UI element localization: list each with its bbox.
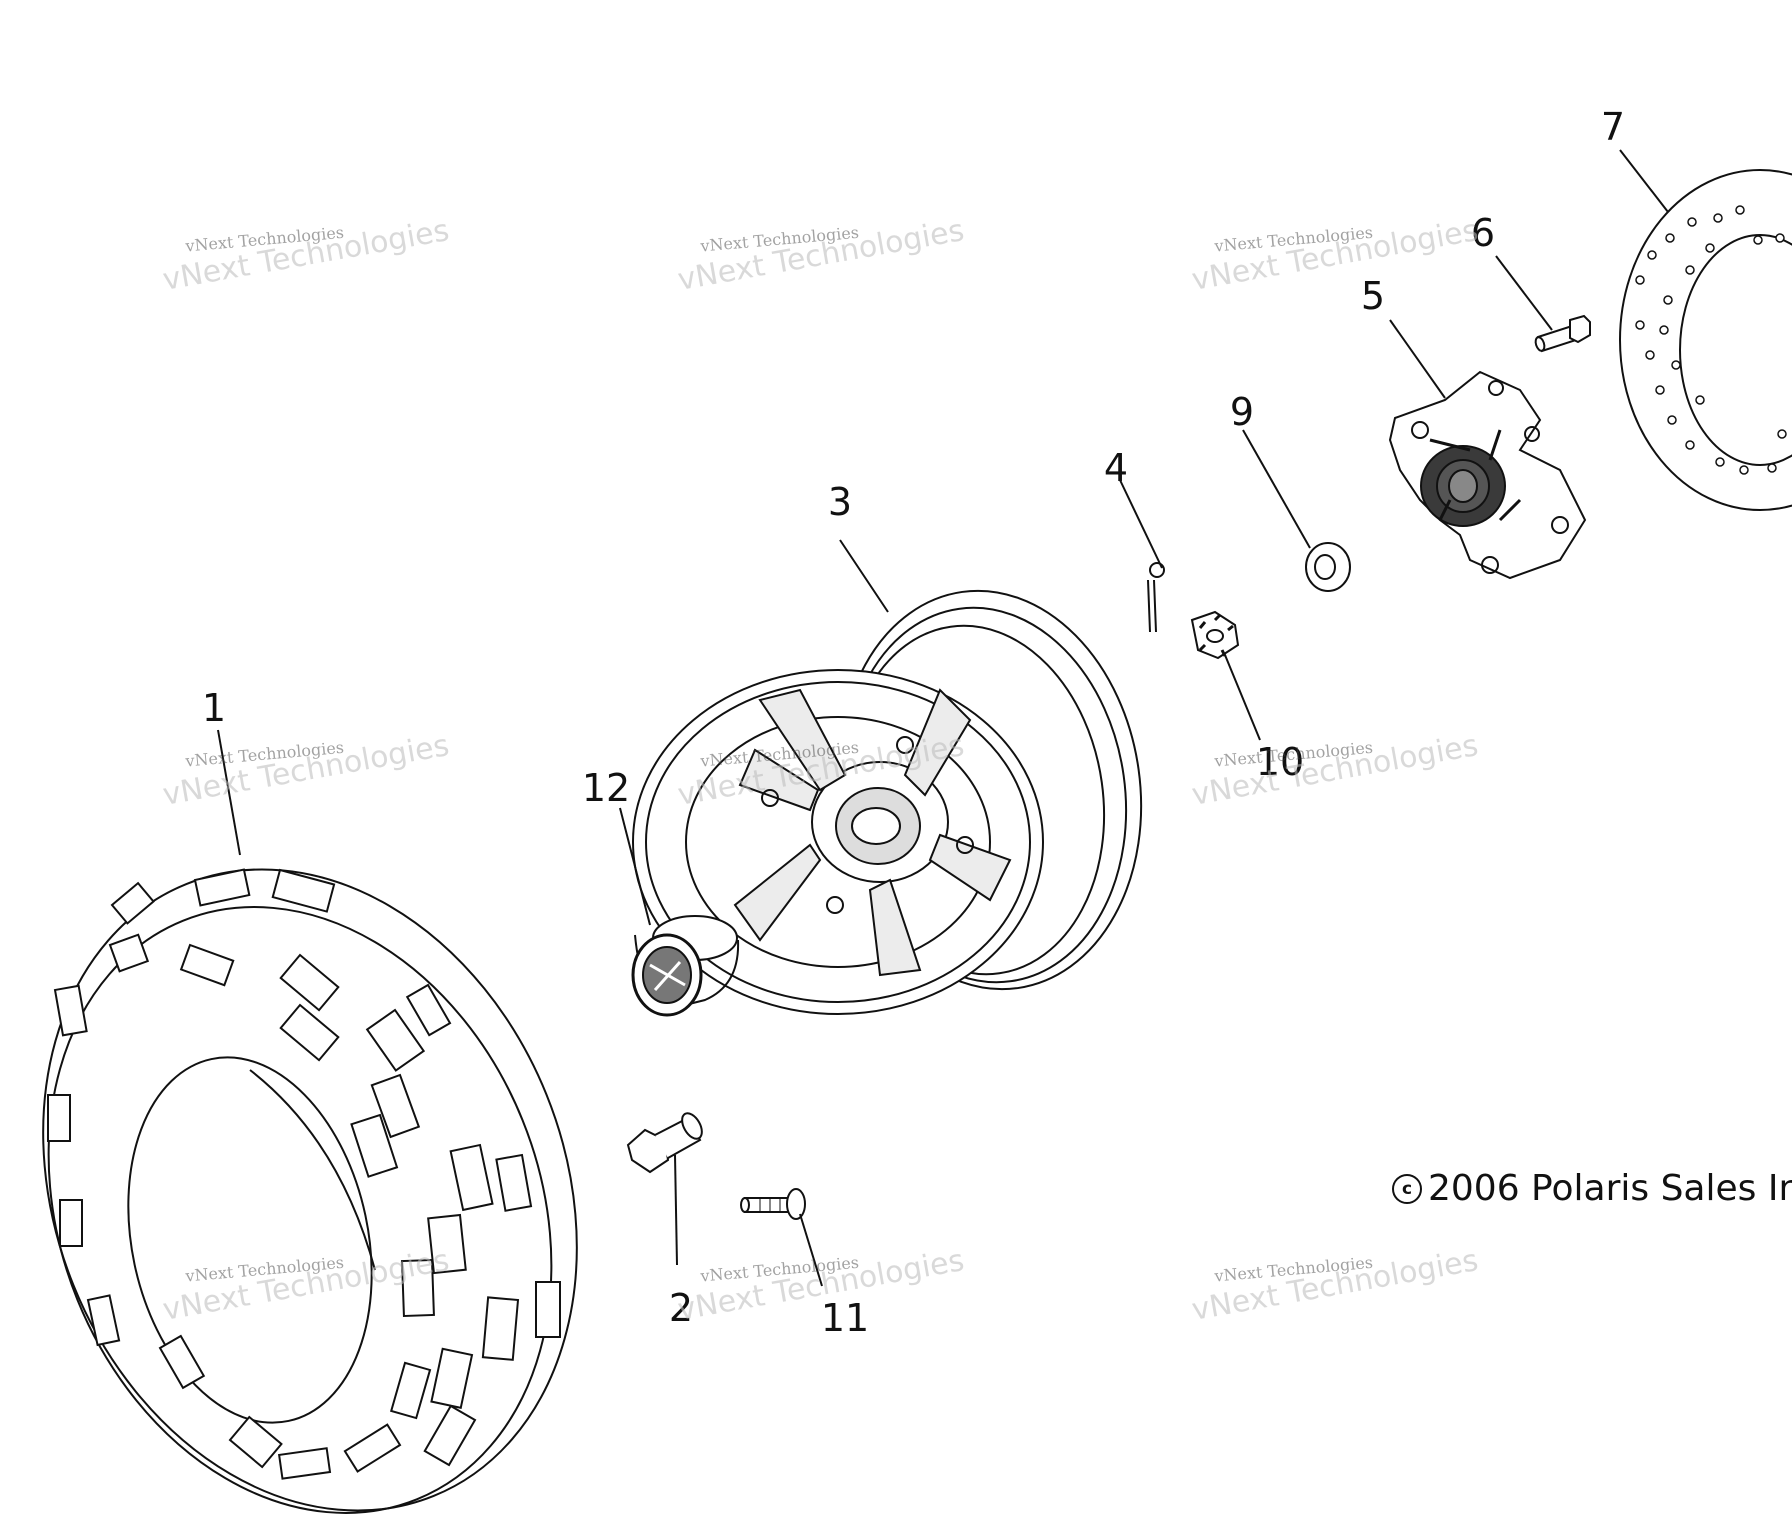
callout-2: 2 xyxy=(668,1286,694,1330)
leader-lines xyxy=(217,149,1669,1287)
callout-11: 11 xyxy=(820,1296,870,1340)
callout-5: 5 xyxy=(1360,274,1386,318)
washer-part-9 xyxy=(1305,542,1351,592)
hub-part-5 xyxy=(1388,370,1587,580)
callout-9: 9 xyxy=(1229,390,1255,434)
stud-part-11 xyxy=(740,1188,806,1220)
callout-6: 6 xyxy=(1470,211,1496,255)
callout-12: 12 xyxy=(581,766,631,810)
cotter-pin-part-4 xyxy=(1147,562,1165,633)
callout-1: 1 xyxy=(201,686,227,730)
hub-cap-part-12 xyxy=(631,915,740,1017)
lug-nut-part-2 xyxy=(626,1112,703,1174)
copyright-text: 2006 Polaris Sales In xyxy=(1428,1168,1792,1209)
wheel-rim-part-3 xyxy=(632,589,1143,1015)
brake-disc-part-7 xyxy=(1619,169,1792,511)
copyright-symbol: c xyxy=(1392,1173,1422,1204)
callout-10: 10 xyxy=(1255,740,1305,784)
copyright-notice: c 2006 Polaris Sales In xyxy=(1392,1168,1792,1209)
callout-4: 4 xyxy=(1103,446,1129,490)
tire-part-1 xyxy=(42,868,578,1514)
bolt-part-6 xyxy=(1534,314,1591,353)
castle-nut-part-10 xyxy=(1190,610,1240,660)
callout-3: 3 xyxy=(827,480,853,524)
callout-7: 7 xyxy=(1600,105,1626,149)
